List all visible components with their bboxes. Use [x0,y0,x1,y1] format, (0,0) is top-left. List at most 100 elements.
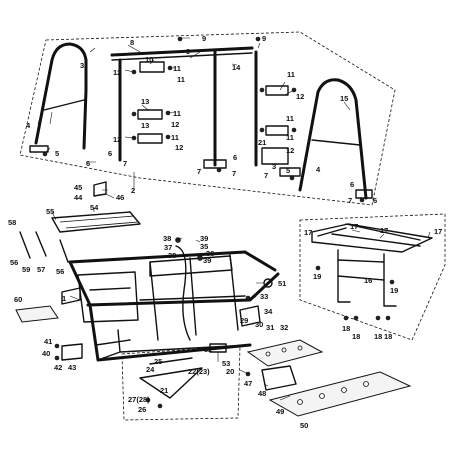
callout-10: 10 [145,55,153,64]
front-roll-bar-brace [43,99,85,111]
callout-38: 38 [168,251,176,260]
callout-18: 18 [374,332,382,341]
callout-17: 17 [434,227,442,236]
callout-7: 7 [264,171,268,180]
callout-9: 9 [202,34,206,43]
callout-56: 56 [10,258,18,267]
leader-lines [37,37,431,401]
clamp-13a [137,109,163,120]
callout-11: 11 [173,64,181,73]
suspension-outline [121,345,241,421]
callout-11: 11 [286,114,294,123]
callout-33: 33 [260,292,268,301]
callout-labels: 9 8 9 9 3 10 11 12 14 11 11 12 15 13 11 … [8,34,442,430]
cage-foot-rear [355,189,373,199]
callout-19: 19 [390,286,398,295]
callout-20: 20 [226,367,234,376]
callout-13: 13 [141,121,149,130]
callout-44: 44 [74,193,83,202]
bracket-45 [93,181,107,197]
callout-29: 29 [240,316,248,325]
bracket-40-42 [61,343,83,361]
callout-48: 48 [258,389,266,398]
callout-7: 7 [197,167,201,176]
callout-53: 53 [222,359,230,368]
callout-7: 7 [232,169,236,178]
callout-46: 46 [116,193,124,202]
callout-17: 17 [350,222,358,231]
cage-foot-left [29,145,49,153]
callout-17: 17 [304,228,312,237]
frame-upper-rail [68,250,277,307]
callout-43: 43 [68,363,76,372]
skid-plate-upper-holes [265,345,303,357]
clamp-right-b [265,125,289,136]
callout-2: 2 [131,186,135,195]
callout-3: 3 [272,162,276,171]
callout-27-28: 27(28) [128,395,150,404]
callout-55: 55 [46,207,54,216]
callout-16: 16 [364,276,372,285]
callout-22-23: 22(23) [188,367,210,376]
callout-9: 9 [262,34,266,43]
callout-3: 3 [80,61,84,70]
callout-11: 11 [177,75,185,84]
roll-cage-group [19,31,396,206]
callout-6: 6 [373,196,377,205]
clamp-right-a [265,85,289,96]
top-cross-bar [110,46,254,57]
callout-12: 12 [286,146,294,155]
frame-seat-rail [149,255,233,277]
skid-plate-upper [246,339,324,367]
callout-7: 7 [348,196,352,205]
top-cross-bar-edge [111,52,253,61]
callout-15: 15 [340,94,348,103]
callout-12: 12 [296,92,304,101]
callout-41: 41 [44,337,52,346]
callout-7: 7 [123,159,127,168]
rear-rack-group [299,213,446,341]
callout-4: 4 [316,165,321,174]
callout-60: 60 [14,295,22,304]
callout-17: 17 [380,226,388,235]
rack-rail [317,223,421,247]
callout-36: 36 [206,249,214,258]
callout-47: 47 [244,379,252,388]
roof-panel-54 [51,211,141,233]
callout-6: 6 [350,180,354,189]
callout-58: 58 [8,218,16,227]
skid-plate-50-holes [297,381,369,405]
callout-9: 9 [186,47,190,56]
clamp-right-c [261,147,289,165]
callout-18: 18 [384,332,392,341]
callout-12: 12 [113,135,121,144]
callout-11: 11 [286,133,294,142]
bracket-48 [261,365,297,391]
rear-rack-outline [299,213,446,341]
callout-39: 39 [203,256,211,265]
callout-13: 13 [141,97,149,106]
callout-37: 37 [164,243,172,252]
callout-6: 6 [233,153,237,162]
callout-11: 11 [171,133,179,142]
callout-52: 52 [204,345,212,354]
roll-cage-outline [19,31,396,206]
callout-30: 30 [255,320,263,329]
center-roll-bar [118,50,258,167]
main-frame-group [61,250,280,362]
callout-1: 1 [62,294,66,303]
callout-18: 18 [352,332,360,341]
callout-57: 57 [37,265,45,274]
cage-foot-right [279,167,301,177]
callout-12: 12 [113,68,121,77]
callout-8: 8 [130,38,134,47]
callout-5: 5 [286,166,290,175]
skid-plate-50 [268,371,412,417]
callout-40: 40 [42,349,50,358]
front-roll-bar [34,42,88,150]
a-arm-upper [149,357,193,365]
callout-34: 34 [264,307,273,316]
plate-60 [15,305,59,323]
roof-panel-lines [59,215,139,229]
